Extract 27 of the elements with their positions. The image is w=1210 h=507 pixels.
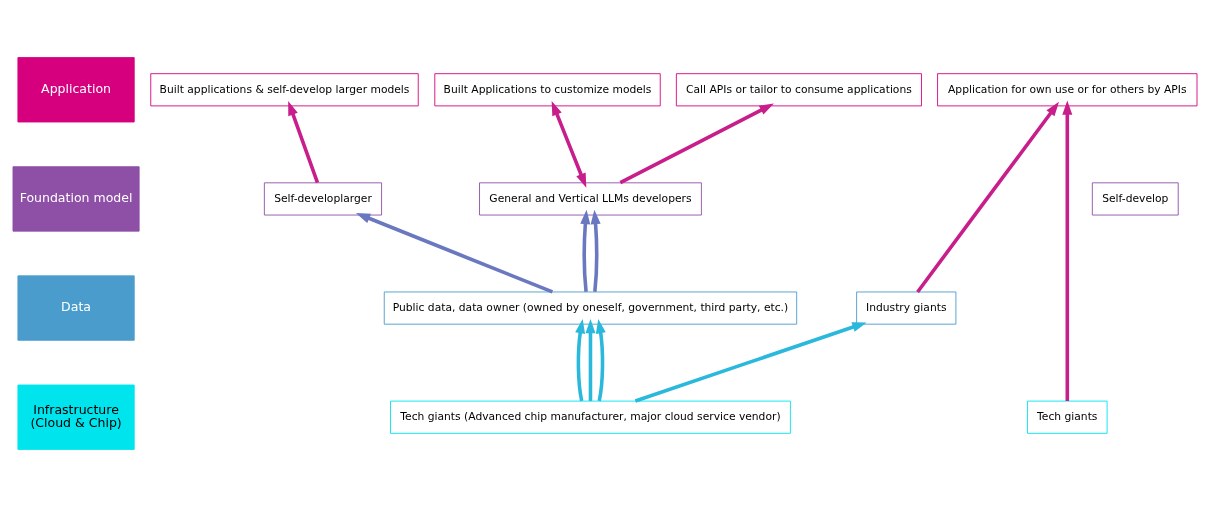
arrow	[595, 319, 606, 402]
node-box: Tech giants (Advanced chip manufacturer, major cloud service vendor)	[390, 400, 791, 434]
arrow	[619, 103, 774, 185]
arrow	[355, 213, 554, 294]
node-box: Self-develop	[1091, 182, 1179, 216]
arrow	[634, 322, 867, 403]
node-box: Application	[17, 57, 135, 123]
arrow	[916, 101, 1059, 293]
arrow	[585, 318, 596, 401]
arrow	[590, 209, 601, 292]
arrow	[288, 100, 320, 184]
node-box: Industry giants	[856, 291, 957, 325]
node-box: Infrastructure (Cloud & Chip)	[17, 384, 135, 450]
node-box: Built applications & self-develop larger models	[150, 73, 419, 107]
node-box: Data	[17, 275, 135, 341]
node-box: Call APIs or tailor to consume applications	[675, 73, 922, 107]
arrow	[551, 101, 587, 188]
node-box: Tech giants	[1027, 400, 1108, 434]
node-box: Application for own use or for others by APIs	[937, 73, 1198, 107]
node-box: Built Applications to customize models	[434, 73, 661, 107]
node-box: General and Vertical LLMs developers	[479, 182, 702, 216]
arrow	[1062, 100, 1073, 402]
node-box: Self-developlarger	[263, 182, 382, 216]
arrow	[575, 319, 586, 402]
node-box: Foundation model	[12, 166, 140, 232]
arrow	[580, 209, 591, 292]
node-box: Public data, data owner (owned by oneself, government, third party, etc.)	[383, 291, 798, 325]
